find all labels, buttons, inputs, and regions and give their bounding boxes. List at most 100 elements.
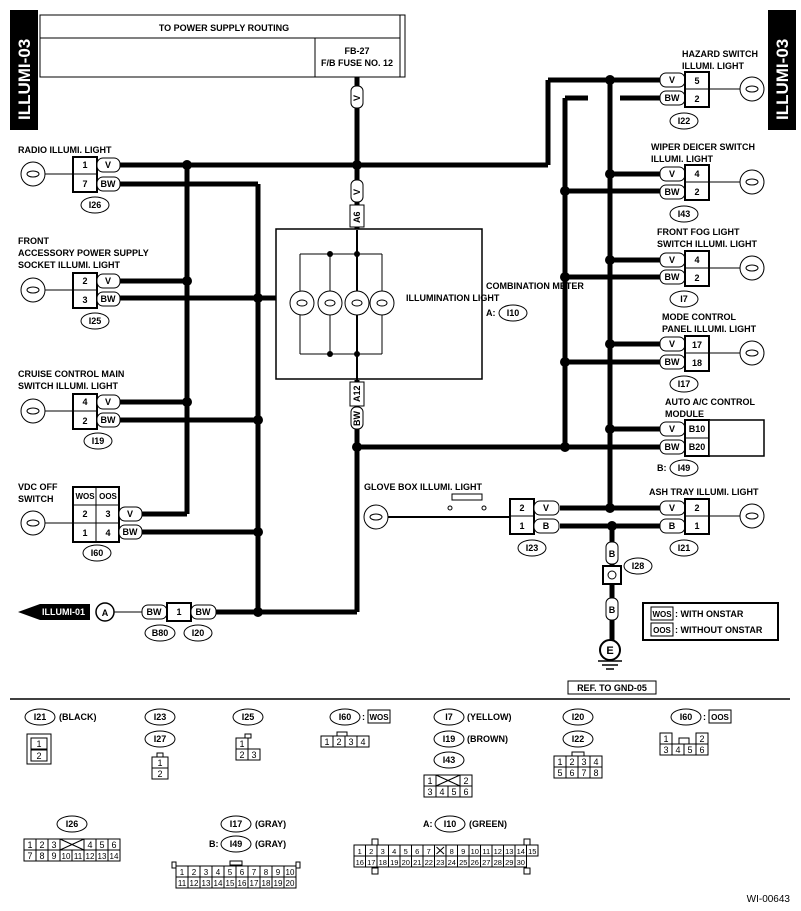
svg-text:2: 2 <box>82 416 87 426</box>
svg-text:3: 3 <box>348 737 353 747</box>
svg-text:I22: I22 <box>572 734 585 744</box>
svg-text:I10: I10 <box>444 819 457 829</box>
pin-number: 16 <box>356 858 364 867</box>
pin-number: 18 <box>262 879 271 888</box>
svg-text:1: 1 <box>663 734 668 744</box>
combination-meter: ILLUMINATION LIGHT COMBINATION METER A: … <box>275 228 584 380</box>
svg-text:1: 1 <box>239 739 244 749</box>
svg-text:8: 8 <box>39 851 44 861</box>
svg-text:I23: I23 <box>526 543 539 553</box>
svg-text:V: V <box>127 509 133 519</box>
svg-text:V: V <box>669 169 675 179</box>
pin-number: 29 <box>505 858 513 867</box>
pin-number: 9 <box>276 868 281 877</box>
svg-text:4: 4 <box>675 745 680 755</box>
svg-text:V: V <box>669 424 675 434</box>
svg-text:A12: A12 <box>352 385 362 402</box>
fuse-name: F/B FUSE NO. 12 <box>321 58 393 68</box>
svg-text:3: 3 <box>251 750 256 760</box>
pin-number: 20 <box>402 858 410 867</box>
svg-text:I7: I7 <box>680 294 688 304</box>
svg-text:B: B <box>609 605 616 615</box>
svg-text:5: 5 <box>687 745 692 755</box>
hazard-switch-illumi-light: HAZARD SWITCH ILLUMI. LIGHT V BW 5 2 I22 <box>659 49 765 130</box>
svg-text:VDC OFF: VDC OFF <box>18 482 58 492</box>
pin-number: 15 <box>226 879 235 888</box>
svg-text:BW: BW <box>147 607 162 617</box>
connector-i23: I23 I27 1 2 <box>144 708 176 780</box>
svg-text:I19: I19 <box>443 734 456 744</box>
svg-text:I60: I60 <box>91 548 104 558</box>
fuse-label: FB-27 <box>344 46 369 56</box>
pin-number: 1 <box>358 847 362 856</box>
svg-text:1: 1 <box>519 521 524 531</box>
svg-text:6: 6 <box>569 768 574 778</box>
pin-number: 28 <box>494 858 502 867</box>
pin-number: 3 <box>204 868 209 877</box>
pin-number: 5 <box>404 847 408 856</box>
svg-text::: : <box>703 712 706 722</box>
pin-number: 13 <box>202 879 211 888</box>
front-fog-illumi-light: FRONT FOG LIGHT SWITCH ILLUMI. LIGHT V B… <box>657 227 765 308</box>
svg-text:3: 3 <box>427 787 432 797</box>
svg-text:CRUISE CONTROL MAIN: CRUISE CONTROL MAIN <box>18 369 124 379</box>
svg-text:2: 2 <box>694 273 699 283</box>
svg-text:I49: I49 <box>230 839 243 849</box>
svg-text:1: 1 <box>427 776 432 786</box>
svg-text:A: A <box>102 608 109 618</box>
pin-number: 4 <box>392 847 396 856</box>
svg-text:6: 6 <box>463 787 468 797</box>
svg-text:GLOVE BOX ILLUMI. LIGHT: GLOVE BOX ILLUMI. LIGHT <box>364 482 483 492</box>
svg-text:I20: I20 <box>192 628 205 638</box>
svg-text:2: 2 <box>239 750 244 760</box>
pin-number: 5 <box>228 868 233 877</box>
pin-number: 2 <box>369 847 373 856</box>
svg-text:BW: BW <box>665 357 680 367</box>
svg-text:FRONT FOG LIGHT: FRONT FOG LIGHT <box>657 227 740 237</box>
pin-number: 8 <box>450 847 454 856</box>
svg-text:B: B <box>669 521 676 531</box>
pin-number: 17 <box>367 858 375 867</box>
pin-number: 17 <box>250 879 259 888</box>
svg-text:B20: B20 <box>689 442 706 452</box>
svg-text:BW: BW <box>665 272 680 282</box>
cruise-control-illumi-light: CRUISE CONTROL MAIN SWITCH ILLUMI. LIGHT… <box>18 369 124 450</box>
svg-text:10: 10 <box>62 852 71 861</box>
svg-text:I60: I60 <box>339 712 352 722</box>
svg-text:A:: A: <box>423 819 433 829</box>
svg-text:WOS: WOS <box>369 713 389 722</box>
pin-number: 3 <box>381 847 385 856</box>
pin-number: 11 <box>482 847 490 856</box>
pin-number: 8 <box>264 868 269 877</box>
svg-text:I21: I21 <box>678 543 691 553</box>
svg-text:1: 1 <box>176 607 181 617</box>
svg-text:I23: I23 <box>154 712 167 722</box>
svg-text:4: 4 <box>694 255 699 265</box>
mode-control-illumi-light: MODE CONTROL PANEL ILLUMI. LIGHT V BW 17… <box>659 312 765 393</box>
svg-text:WOS: WOS <box>75 492 95 501</box>
pin-number: 11 <box>178 879 187 888</box>
connector-i60-oos: I60 : OOS 1 2 3 4 5 6 <box>659 708 732 756</box>
svg-text:(GREEN): (GREEN) <box>469 819 507 829</box>
svg-text:4: 4 <box>360 737 365 747</box>
ground: B I28 B E REF. TO GND-05 <box>567 541 657 695</box>
svg-text:4: 4 <box>87 840 92 850</box>
accessory-socket-illumi-light: FRONT ACCESSORY POWER SUPPLY SOCKET ILLU… <box>18 236 149 330</box>
svg-text:2: 2 <box>569 757 574 767</box>
svg-text:4: 4 <box>439 787 444 797</box>
legend: WOS : WITH ONSTAR OOS : WITHOUT ONSTAR <box>642 602 779 641</box>
svg-text:3: 3 <box>663 745 668 755</box>
connector-i20: I20 I22 1 2 3 4 5 6 7 8 <box>553 708 603 779</box>
svg-text:I43: I43 <box>678 209 691 219</box>
svg-text:BW: BW <box>665 187 680 197</box>
illumi-01-link: ILLUMI-01 A BW 1 BW B80 I20 <box>18 602 217 642</box>
svg-text:1: 1 <box>694 521 699 531</box>
svg-text:2: 2 <box>39 840 44 850</box>
svg-text:BW: BW <box>123 527 138 537</box>
main-v-tag: V V A6 A12 BW <box>349 85 365 430</box>
svg-text:I27: I27 <box>154 734 167 744</box>
pin-number: 6 <box>240 868 245 877</box>
svg-text:V: V <box>669 255 675 265</box>
svg-text:2: 2 <box>157 769 162 779</box>
pin-number: 16 <box>238 879 247 888</box>
